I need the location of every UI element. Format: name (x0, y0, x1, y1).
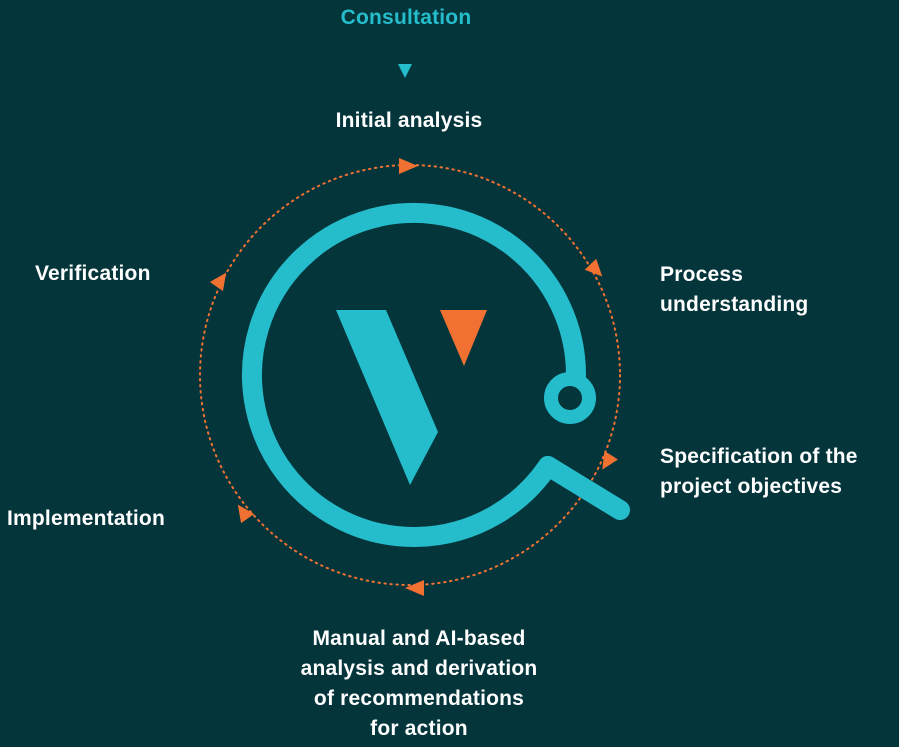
down-arrow-icon (398, 64, 412, 78)
diagram-title: Consultation (340, 6, 472, 29)
step-specification: Specification of the project objectives (660, 442, 858, 502)
step-manual-ai-analysis-line-3: of recommendations (313, 687, 525, 710)
step-verification: Verification (35, 262, 151, 285)
step-process-understanding-line-1: Process (660, 263, 744, 286)
magnifier-v-logo-icon (242, 202, 630, 547)
step-manual-ai-analysis-line-2: analysis and derivation (300, 657, 538, 680)
step-manual-ai-analysis-line-4: for action (370, 717, 468, 740)
step-process-understanding-line-2: understanding (660, 293, 809, 316)
arrow-icon-top (399, 158, 418, 174)
arrow-icon-bottom (405, 580, 424, 596)
arrow-icon-upper-right (584, 258, 603, 277)
arrow-icon-upper-left (209, 272, 227, 292)
arrow-icon-lower-right (602, 450, 619, 470)
step-manual-ai-analysis-line-1: Manual and AI-based (312, 627, 526, 650)
step-process-understanding: Process understanding (660, 260, 808, 320)
step-implementation: Implementation (7, 507, 165, 530)
arrow-icon-lower-left (237, 504, 255, 524)
step-specification-line-1: Specification of the (660, 445, 858, 468)
step-initial-analysis: Initial analysis (335, 109, 483, 132)
cycle-arrow-icons (209, 158, 619, 596)
step-specification-line-2: project objectives (660, 475, 843, 498)
step-manual-ai-analysis: Manual and AI-based analysis and derivat… (301, 624, 538, 744)
